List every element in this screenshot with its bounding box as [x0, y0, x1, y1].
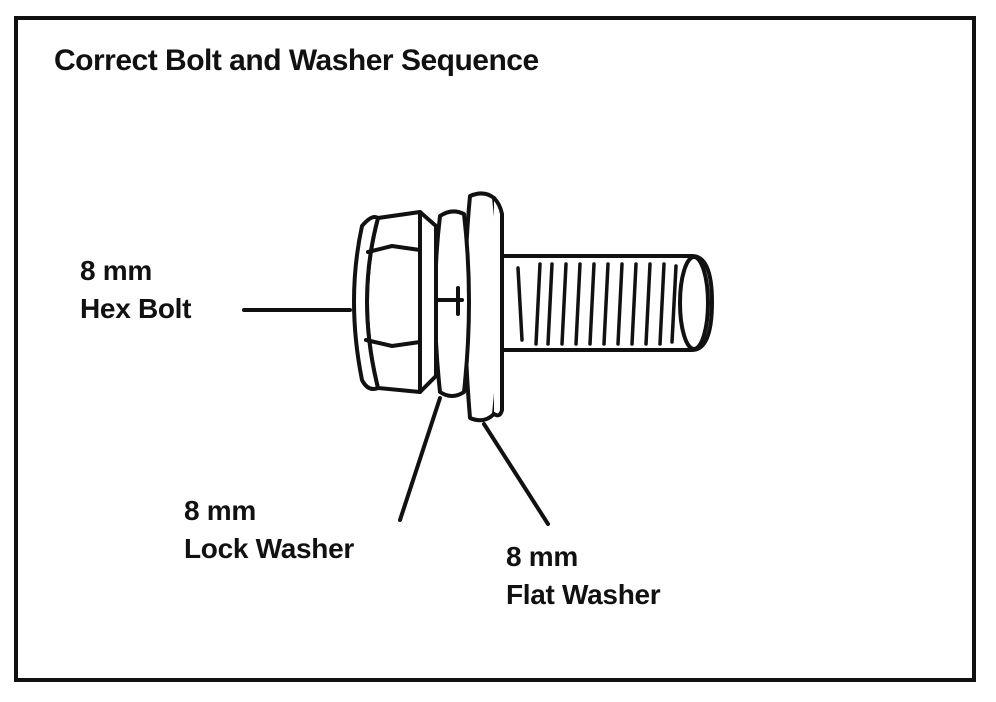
flat-washer-name: Flat Washer: [506, 579, 661, 610]
bolt-shank-icon: [494, 254, 714, 352]
lock-washer-name: Lock Washer: [184, 533, 354, 564]
flat-washer-leader-line: [482, 422, 550, 526]
lock-washer-label: 8 mm Lock Washer: [184, 492, 354, 568]
hex-bolt-name: Hex Bolt: [80, 293, 192, 324]
hex-bolt-size: 8 mm: [80, 255, 152, 286]
hex-bolt-label: 8 mm Hex Bolt: [80, 252, 191, 328]
lock-washer-leader-line: [398, 396, 442, 522]
lock-washer-size: 8 mm: [184, 495, 256, 526]
flat-washer-label: 8 mm Flat Washer: [506, 538, 661, 614]
diagram-frame: [14, 16, 976, 682]
hex-bolt-head-icon: [352, 210, 438, 394]
flat-washer-size: 8 mm: [506, 541, 578, 572]
diagram-title: Correct Bolt and Washer Sequence: [54, 44, 539, 77]
flat-washer-icon: [463, 191, 504, 423]
